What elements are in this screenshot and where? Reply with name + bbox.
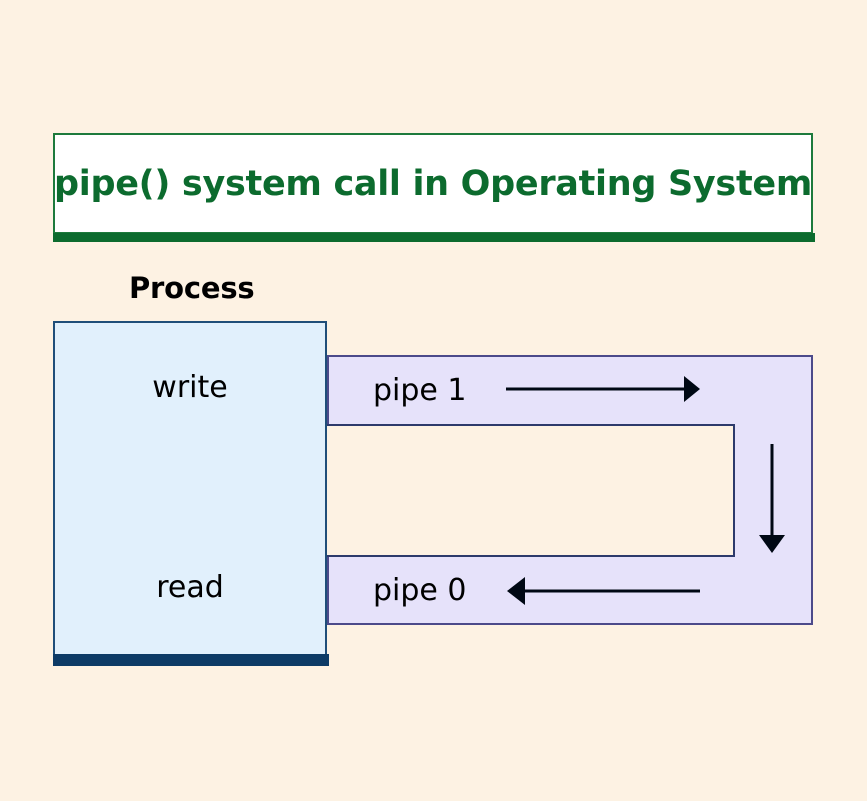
page-title: pipe() system call in Operating System [54, 163, 812, 204]
pipe-inner-cutout [327, 424, 735, 557]
title-banner: pipe() system call in Operating System [53, 133, 813, 234]
process-box: write read [53, 321, 327, 660]
pipe-1-label: pipe 1 [373, 373, 467, 408]
process-caption: Process [129, 271, 255, 305]
pipe-0-label: pipe 0 [373, 573, 467, 608]
title-banner-shadow [53, 233, 815, 242]
process-write-label: write [152, 370, 228, 405]
process-read-label: read [156, 570, 224, 605]
process-box-shadow [53, 654, 329, 666]
